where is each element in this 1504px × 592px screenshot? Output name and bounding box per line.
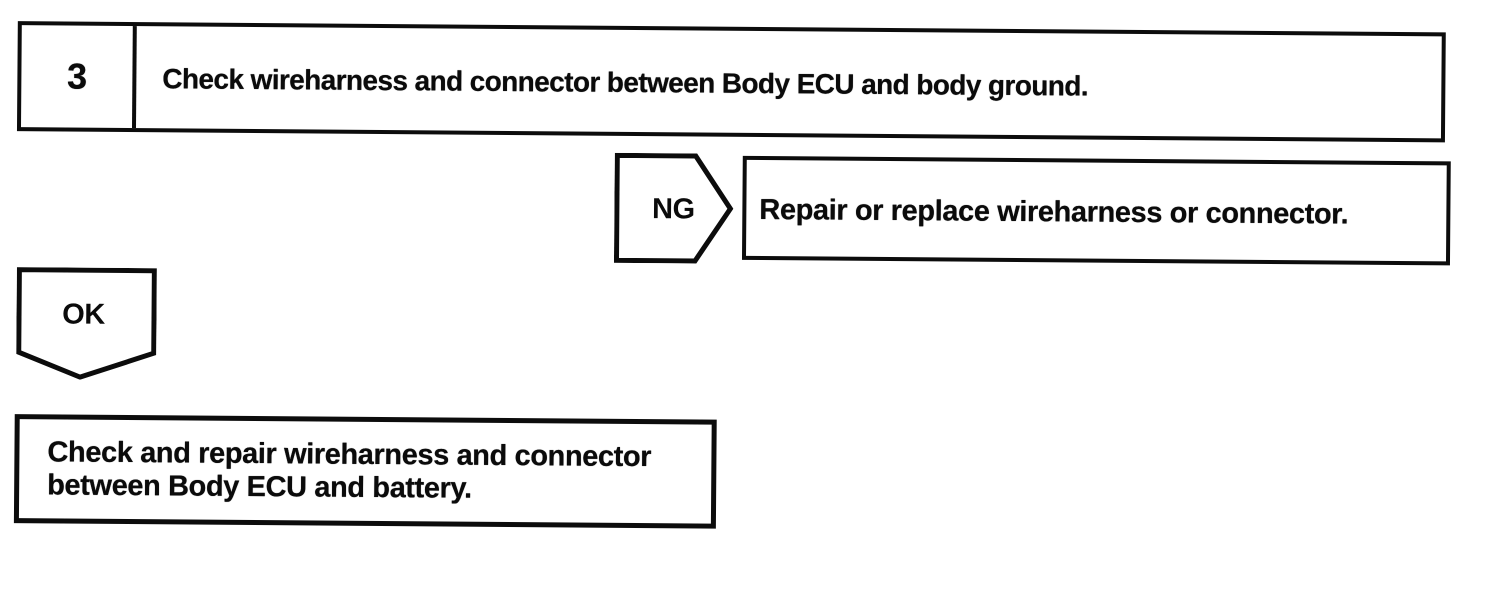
ng-pentagon-shape [613, 152, 734, 264]
ng-action-box: Repair or replace wireharness or connect… [741, 155, 1451, 266]
ng-action-text: Repair or replace wireharness or connect… [759, 193, 1349, 231]
ok-action-box: Check and repair wireharness and connect… [13, 414, 717, 529]
step-instruction: Check wireharness and connector between … [162, 62, 1089, 102]
ok-action-line-1: Check and repair wireharness and connect… [47, 436, 652, 474]
ng-label: NG [652, 193, 695, 225]
ok-branch-arrow: OK [16, 267, 157, 380]
ok-pentagon-shape [16, 267, 157, 380]
step-header-box: 3 Check wireharness and connector betwee… [16, 21, 1446, 143]
ok-label: OK [62, 298, 105, 330]
step-number: 3 [21, 25, 137, 129]
ok-action-line-2: between Body ECU and battery. [47, 469, 472, 505]
ng-branch-arrow: NG [613, 152, 734, 264]
